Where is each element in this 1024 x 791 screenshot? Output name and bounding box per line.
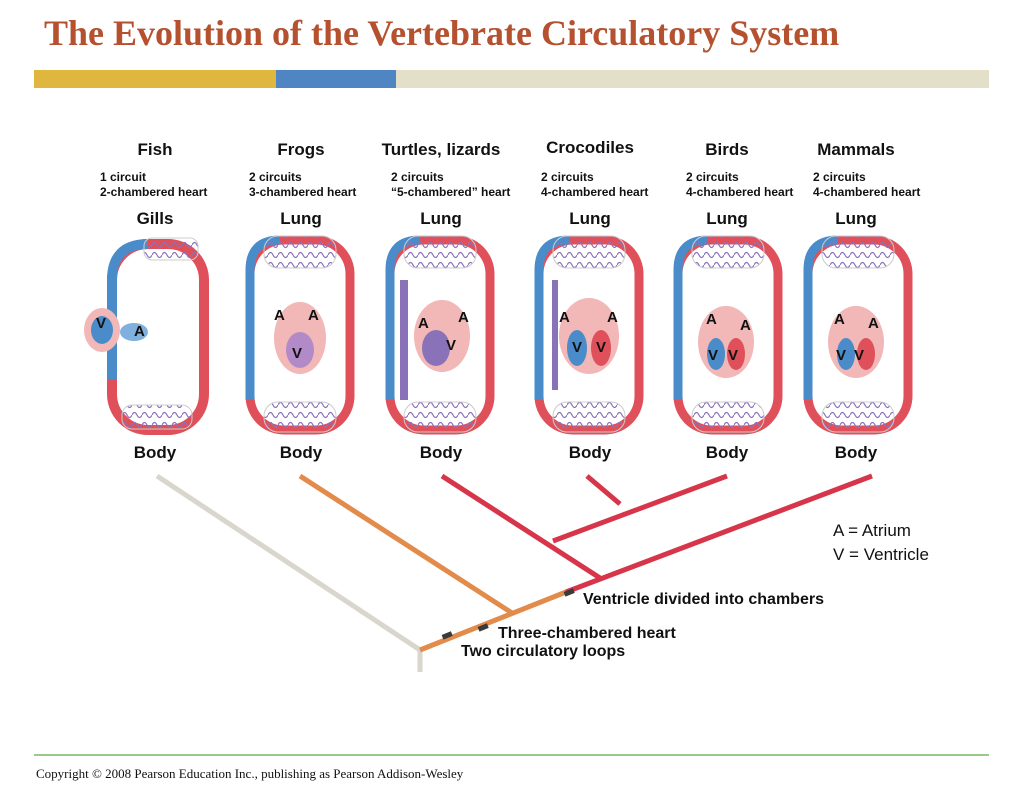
chamber-label: A bbox=[740, 317, 751, 334]
chamber-label: A bbox=[607, 309, 618, 326]
atrium bbox=[120, 323, 148, 341]
chamber-label: A bbox=[308, 307, 319, 324]
circuit-count: 1 circuit bbox=[100, 170, 147, 184]
bottom-organ-label: Body bbox=[279, 443, 323, 462]
group-name: Frogs bbox=[277, 140, 325, 159]
crocodile-circulation-diagram: A A V V bbox=[534, 235, 644, 435]
oxygen-poor-vessel bbox=[107, 239, 149, 380]
ventricle bbox=[422, 330, 450, 366]
chamber-label: V bbox=[96, 315, 106, 332]
chamber-label: V bbox=[446, 337, 456, 354]
chamber-label: A bbox=[706, 311, 717, 328]
chamber-label: A bbox=[868, 315, 879, 332]
circuit-count: 2 circuits bbox=[686, 170, 739, 184]
legend-atrium: A = Atrium bbox=[833, 521, 911, 540]
body-capillaries bbox=[121, 404, 193, 430]
note-ventricle-divided: Ventricle divided into chambers bbox=[583, 591, 824, 608]
chamber-label: V bbox=[596, 339, 606, 356]
mammal-circulation-diagram: A A V V bbox=[803, 235, 913, 435]
top-organ-label: Lung bbox=[280, 209, 322, 228]
left-ventricle bbox=[857, 338, 875, 370]
frog-circulation-diagram: A A V bbox=[245, 235, 355, 435]
branch-frogs bbox=[298, 473, 514, 616]
bird-circulation-diagram: A A V V bbox=[673, 235, 783, 435]
chamber-label: A bbox=[274, 307, 285, 324]
circuit-count: 2 circuits bbox=[541, 170, 594, 184]
left-ventricle bbox=[727, 338, 745, 370]
tick-three-chambered bbox=[477, 623, 489, 632]
circuit-count: 2 circuits bbox=[249, 170, 302, 184]
top-organ-label: Gills bbox=[136, 209, 174, 228]
chamber-label: V bbox=[708, 347, 718, 364]
group-name: Fish bbox=[137, 140, 173, 159]
body-capillaries bbox=[263, 401, 337, 433]
chamber-label: V bbox=[836, 347, 846, 364]
top-organ-label: Lung bbox=[569, 209, 611, 228]
chamber-label: V bbox=[728, 347, 738, 364]
note-three-chambered: Three-chambered heart bbox=[498, 625, 676, 642]
chamber-label: V bbox=[292, 345, 302, 362]
legend-ventricle: V = Ventricle bbox=[833, 545, 929, 564]
bottom-organ-label: Body bbox=[419, 443, 463, 462]
ventricle bbox=[91, 316, 113, 344]
bottom-organ-label: Body bbox=[133, 443, 177, 462]
tick-two-loops bbox=[441, 631, 453, 640]
right-ventricle bbox=[837, 338, 855, 370]
chamber-label: V bbox=[572, 339, 582, 356]
right-ventricle bbox=[567, 330, 587, 366]
accent-bar-beige bbox=[396, 70, 989, 88]
branch-turtles bbox=[440, 473, 602, 581]
lung-capillaries bbox=[263, 235, 337, 269]
branch-fish bbox=[155, 473, 422, 653]
chamber-label: A bbox=[458, 309, 469, 326]
lung-capillaries bbox=[691, 235, 765, 269]
heart-type: 4-chambered heart bbox=[686, 185, 794, 199]
chamber-label: V bbox=[854, 347, 864, 364]
body-capillaries bbox=[691, 401, 765, 433]
body-capillaries bbox=[552, 401, 626, 433]
fish-circulation-diagram: V A bbox=[84, 237, 209, 435]
group-name: Crocodiles bbox=[546, 138, 634, 157]
body-capillaries bbox=[821, 401, 895, 433]
circuit-count: 2 circuits bbox=[391, 170, 444, 184]
body-capillaries bbox=[403, 401, 477, 433]
chamber-label: A bbox=[134, 323, 145, 340]
chamber-label: A bbox=[559, 309, 570, 326]
heart-type: 4-chambered heart bbox=[813, 185, 921, 199]
branch-mammals bbox=[565, 473, 873, 595]
footer-divider bbox=[34, 754, 989, 756]
note-two-loops: Two circulatory loops bbox=[461, 643, 626, 660]
bottom-organ-label: Body bbox=[705, 443, 749, 462]
heart-type: “5-chambered” heart bbox=[391, 185, 511, 199]
tick-divided-ventricle bbox=[563, 588, 575, 597]
branch-archosaurs bbox=[552, 473, 728, 544]
chamber-label: A bbox=[418, 315, 429, 332]
accent-bar-gold bbox=[34, 70, 276, 88]
heart-type: 3-chambered heart bbox=[249, 185, 357, 199]
bottom-organ-label: Body bbox=[568, 443, 612, 462]
lung-capillaries bbox=[821, 235, 895, 269]
circuit-count: 2 circuits bbox=[813, 170, 866, 184]
accent-bar-blue bbox=[276, 70, 396, 88]
copyright: Copyright © 2008 Pearson Education Inc.,… bbox=[36, 766, 464, 781]
top-organ-label: Lung bbox=[420, 209, 462, 228]
group-name: Birds bbox=[705, 140, 749, 159]
heart-type: 2-chambered heart bbox=[100, 185, 208, 199]
left-ventricle bbox=[591, 330, 611, 366]
group-name: Mammals bbox=[817, 140, 895, 159]
group-name: Turtles, lizards bbox=[381, 140, 501, 159]
branch-crocodiles bbox=[585, 474, 622, 506]
lung-capillaries bbox=[403, 235, 477, 269]
heart-type: 4-chambered heart bbox=[541, 185, 649, 199]
lung-capillaries bbox=[552, 235, 626, 269]
slide-title: The Evolution of the Vertebrate Circulat… bbox=[44, 13, 840, 53]
right-ventricle bbox=[707, 338, 725, 370]
bottom-organ-label: Body bbox=[834, 443, 878, 462]
top-organ-label: Lung bbox=[706, 209, 748, 228]
top-organ-label: Lung bbox=[835, 209, 877, 228]
ventricle bbox=[286, 332, 314, 368]
turtle-circulation-diagram: A A V bbox=[385, 235, 495, 435]
chamber-label: A bbox=[834, 311, 845, 328]
gill-capillaries bbox=[143, 237, 199, 261]
